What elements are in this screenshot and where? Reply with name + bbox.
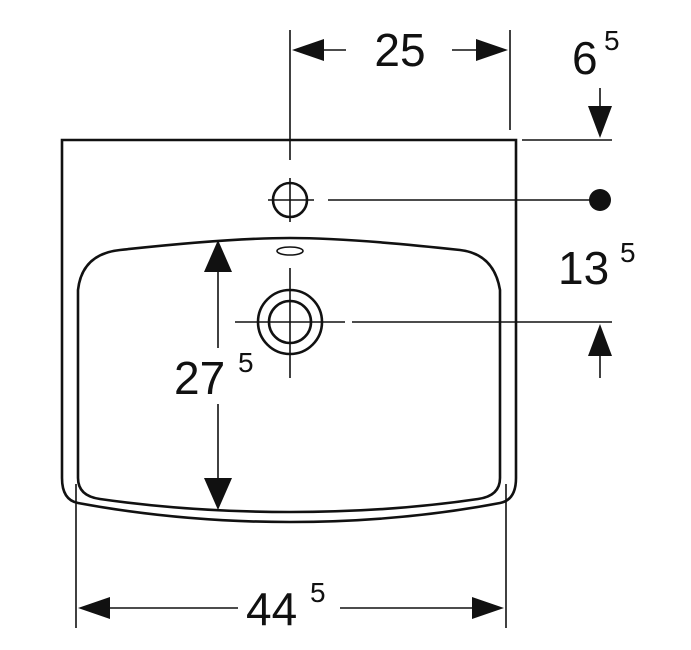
tap-hole-marker-dot bbox=[589, 189, 611, 211]
svg-text:13: 13 bbox=[558, 242, 609, 294]
svg-text:44: 44 bbox=[246, 583, 297, 635]
basin-inner-bowl bbox=[76, 236, 502, 514]
svg-text:5: 5 bbox=[604, 25, 620, 56]
bowl-depth-value: 27 bbox=[174, 352, 225, 404]
top-rim-superscript: 5 bbox=[604, 25, 620, 56]
basin-outer-outline bbox=[60, 138, 518, 524]
dimension-overall-width: 44 5 bbox=[78, 577, 504, 635]
svg-text:27: 27 bbox=[174, 352, 225, 404]
bowl-depth-superscript: 5 bbox=[238, 347, 254, 378]
svg-text:5: 5 bbox=[310, 577, 326, 608]
overall-width-value: 44 bbox=[246, 583, 297, 635]
svg-text:5: 5 bbox=[620, 237, 636, 268]
dimension-bowl-depth: 27 5 bbox=[168, 240, 268, 510]
drain-hole bbox=[235, 268, 345, 378]
hole-spacing-superscript: 5 bbox=[620, 237, 636, 268]
svg-text:5: 5 bbox=[238, 347, 254, 378]
svg-text:25: 25 bbox=[374, 24, 425, 76]
tap-hole bbox=[268, 178, 314, 222]
dimension-hole-spacing: 13 5 bbox=[558, 237, 636, 378]
hole-spacing-value: 13 bbox=[558, 242, 609, 294]
top-rim-value: 6 bbox=[572, 32, 598, 84]
overflow-slot bbox=[276, 246, 304, 256]
overall-width-superscript: 5 bbox=[310, 577, 326, 608]
dimension-tap-offset: 25 bbox=[292, 24, 508, 76]
tap-offset-value: 25 bbox=[374, 24, 425, 76]
dimension-top-rim: 6 5 bbox=[572, 25, 620, 138]
svg-text:6: 6 bbox=[572, 32, 598, 84]
